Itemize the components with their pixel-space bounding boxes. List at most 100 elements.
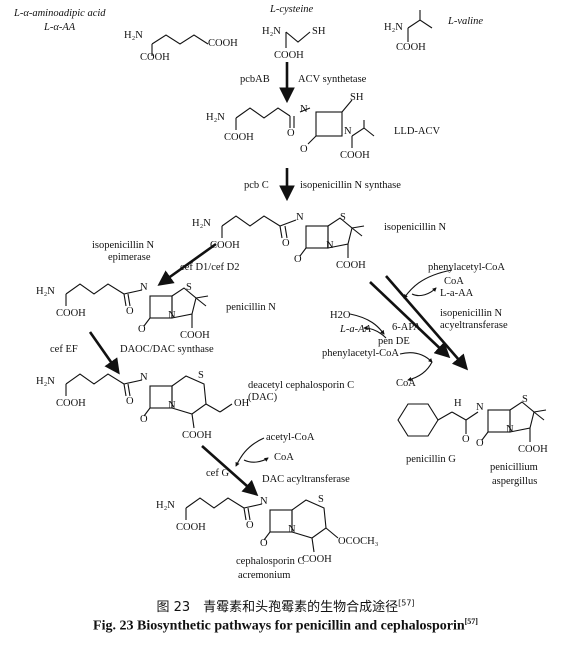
pn-cooh-2: COOH [180, 330, 210, 341]
coa-release-curve-arrow [411, 287, 437, 297]
cofactor-laaa-left: L-a-AA [340, 324, 371, 335]
acv-n-2: N [344, 126, 352, 137]
cpc-o-1: O [246, 520, 254, 531]
gene-cefg: cef G [206, 468, 230, 479]
pn-cooh: COOH [56, 308, 86, 319]
ipn-nh: N [296, 212, 304, 223]
valine-structure [407, 10, 433, 42]
enzyme-acv-synthetase: ACV synthetase [298, 74, 367, 85]
gene-pcbc: pcb C [244, 180, 269, 191]
cysteine-cooh: COOH [274, 50, 304, 61]
acv-h2n: H₂N [206, 112, 225, 123]
aminoadipic-acid-label: L-α-aminoadipic acid [14, 8, 106, 19]
acv-o-2: O [300, 144, 308, 155]
cofactor-acetyl-coa: acetyl-CoA [266, 432, 315, 443]
coa-bottom-curve-arrow [243, 457, 269, 463]
dac-name-label: deacetyl cephalosporin C [248, 380, 355, 391]
dac-s: S [198, 370, 204, 381]
cpc-ococh3: OCOCH₃ [338, 536, 379, 547]
pn-n-ring: N [168, 310, 176, 321]
cpc-s: S [318, 494, 324, 505]
ipn-acyltransferase-arrow [385, 275, 469, 371]
ipn-o-1: O [282, 238, 290, 249]
cef-ef-arrow [88, 331, 120, 375]
coa-mid-curve-arrow [407, 361, 433, 382]
pg-s: S [522, 394, 528, 405]
ipn-n-ring: N [326, 240, 334, 251]
caption-english-ref: [57] [464, 617, 478, 626]
isopenicillin-n-structure [221, 215, 365, 258]
pn-nh: N [140, 282, 148, 293]
penicillin-n-label: penicillin N [226, 302, 276, 313]
ipn-to-6apa-arrow [369, 281, 451, 359]
pg-o-1: O [462, 434, 470, 445]
cef-g-arrow [201, 445, 259, 497]
organism-acremonium: acremonium [238, 570, 291, 581]
cysteine-structure [285, 31, 311, 48]
cpc-h2n: H₂N [156, 500, 175, 511]
enzyme-daoc-synthase: DAOC/DAC synthase [120, 344, 214, 355]
enzyme-ipn-acyl-line1: isopenicillin N [440, 308, 503, 319]
pg-h: H [454, 398, 462, 409]
dac-n-ring: N [168, 400, 176, 411]
dac-cooh-2: COOH [182, 430, 212, 441]
gene-cefd: cef D1/cef D2 [180, 262, 240, 273]
caption-chinese-ref: [57] [398, 598, 415, 608]
acv-sh: SH [350, 92, 364, 103]
cofactor-h2o: H2O [330, 310, 351, 321]
cofactor-coa-mid: CoA [396, 378, 416, 389]
cofactor-6apa: 6-APA [392, 322, 421, 333]
enzyme-ipn-acyl-line2: acyeltransferase [440, 320, 508, 331]
ipn-o-2: O [294, 254, 302, 265]
epimerase-arrow [157, 242, 217, 286]
laaa-release-curve-arrow [363, 325, 387, 339]
penicillin-g-structure [397, 401, 547, 442]
cpc-o-2: O [260, 538, 268, 549]
acv-n-1: N [300, 104, 308, 115]
aminoadipic-abbr-label: L-α-AA [44, 22, 76, 33]
valine-cooh: COOH [396, 42, 426, 53]
cysteine-label: L-cysteine [270, 4, 314, 15]
acv-o-1: O [287, 128, 295, 139]
enzyme-ipn-synthase: isopenicillin N synthase [300, 180, 401, 191]
organism-aspergillus: aspergillus [492, 476, 538, 487]
dac-h2n: H₂N [36, 376, 55, 387]
cpc-cooh-2: COOH [302, 554, 332, 565]
cofactor-coa-bottom: CoA [274, 452, 294, 463]
isopenicillin-n-label: isopenicillin N [384, 222, 447, 233]
cpc-n-ring: N [288, 524, 296, 535]
gene-cefef: cef EF [50, 344, 78, 355]
valine-h2n: H₂N [384, 22, 403, 33]
deacetyl-cephalosporin-structure [65, 373, 233, 429]
caption-chinese-text: 图 23 青霉素和头孢霉素的生物合成途径 [156, 600, 399, 615]
pn-s: S [186, 282, 192, 293]
cofactor-phenylacetyl-coa-mid: phenylacetyl-CoA [322, 348, 399, 359]
dac-nh: N [140, 372, 148, 383]
dac-oh: OH [234, 398, 250, 409]
phenylacetyl-coa-mid-curve-arrow [399, 352, 433, 363]
cofactor-laaa-top: L-a-AA [440, 288, 474, 299]
cysteine-h2n: H₂N [262, 26, 281, 37]
caption-english: Fig. 23 Biosynthetic pathways for penici… [0, 617, 571, 635]
organism-penicillium: penicillium [490, 462, 538, 473]
ipn-cooh: COOH [210, 240, 240, 251]
enzyme-epimerase-line2: epimerase [108, 252, 151, 263]
lld-acv-structure [235, 99, 375, 148]
ipn-s: S [340, 212, 346, 223]
pn-h2n: H₂N [36, 286, 55, 297]
phenylacetyl-coa-curve-arrow [403, 269, 453, 299]
caption-english-text: Fig. 23 Biosynthetic pathways for penici… [93, 618, 465, 634]
cpc-cooh: COOH [176, 522, 206, 533]
pg-n-amide: N [476, 402, 484, 413]
pg-o-2: O [476, 438, 484, 449]
dac-o-2: O [140, 414, 148, 425]
dac-o-1: O [126, 396, 134, 407]
ipn-cooh-2: COOH [336, 260, 366, 271]
cofactor-phenylacetyl-coa-top: phenylacetyl-CoA [428, 262, 505, 273]
dac-cooh: COOH [56, 398, 86, 409]
pg-cooh: COOH [518, 444, 548, 455]
pg-n-ring: N [506, 424, 514, 435]
acv-cooh: COOH [224, 132, 254, 143]
ipn-h2n: H₂N [192, 218, 211, 229]
acv-cooh-2: COOH [340, 150, 370, 161]
